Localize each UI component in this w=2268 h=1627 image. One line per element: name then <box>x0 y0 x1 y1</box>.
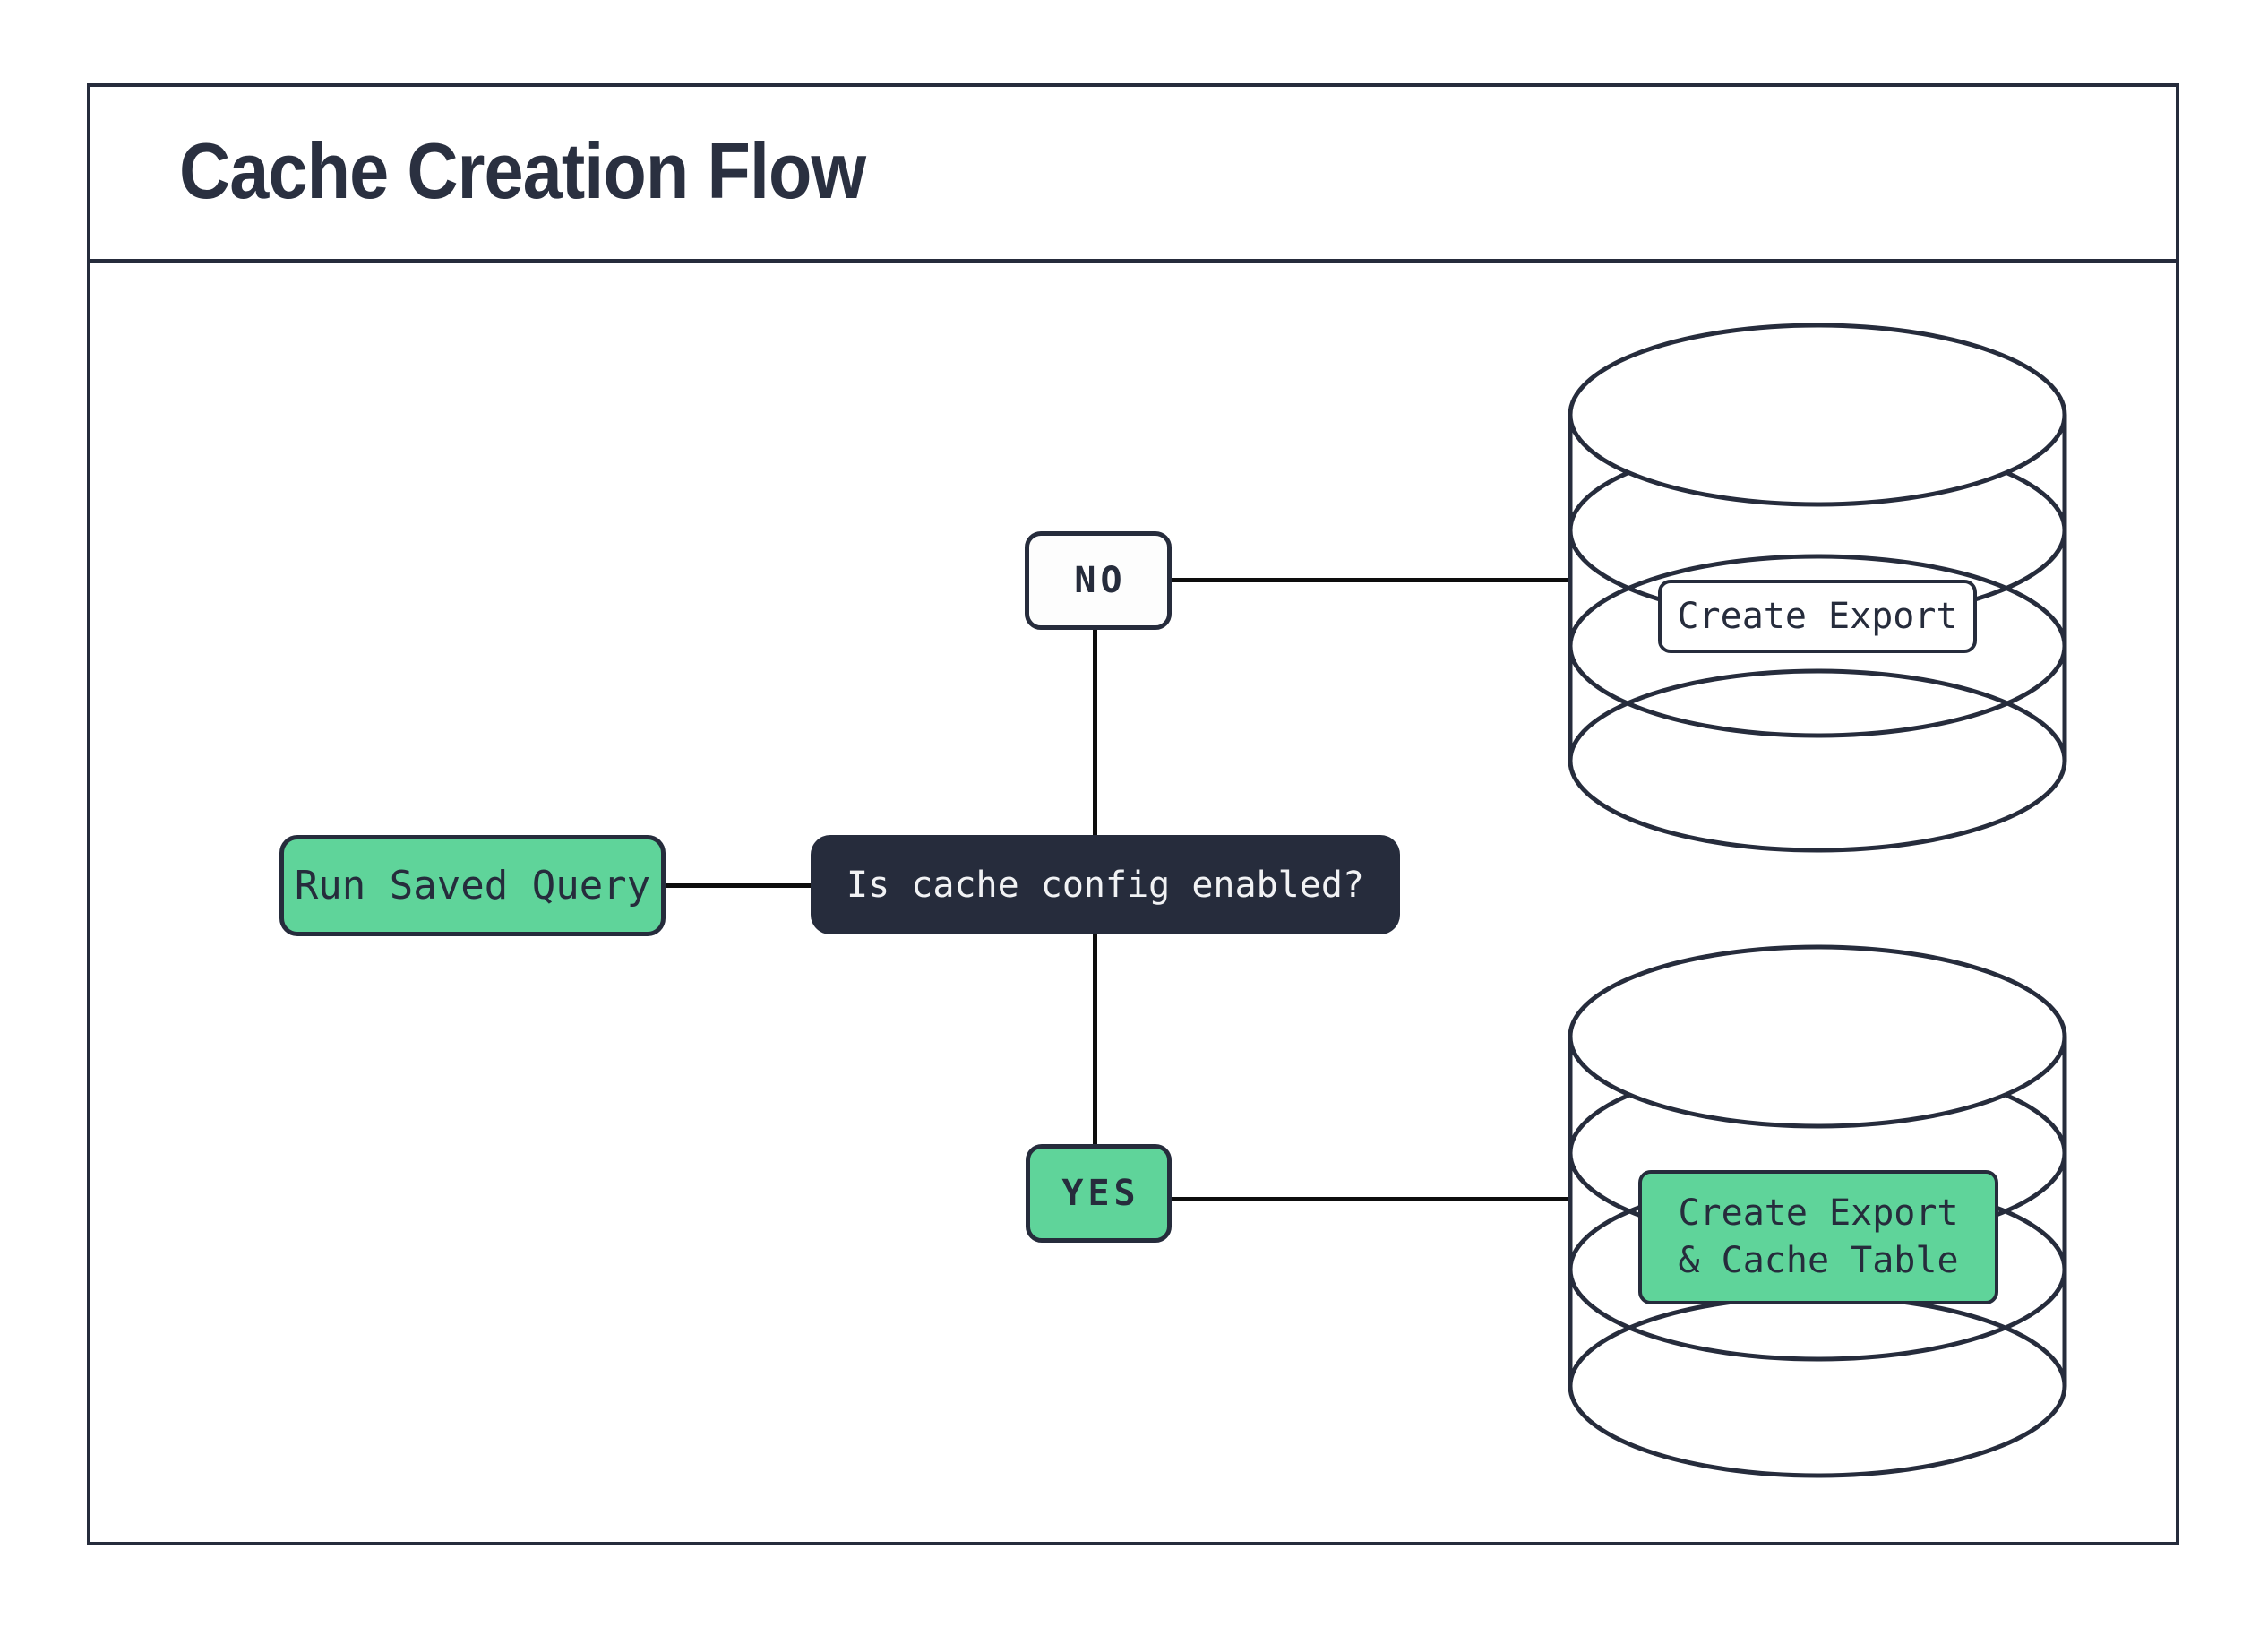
result-label-create-export-cache-table: Create Export & Cache Table <box>1638 1170 1998 1304</box>
branch-label-no: NO <box>1025 531 1172 630</box>
edge-start-to-decision <box>666 883 811 888</box>
start-node-run-saved-query: Run Saved Query <box>279 835 666 936</box>
page-title: Cache Creation Flow <box>179 126 866 215</box>
result-label-line-1: Create Export <box>1678 1192 1959 1234</box>
result-label-create-export: Create Export <box>1658 580 1977 653</box>
diagram-header: Cache Creation Flow <box>87 83 2179 263</box>
edge-no-to-database <box>1172 578 1568 582</box>
branch-label-yes: YES <box>1026 1144 1172 1243</box>
result-label-line-2: & Cache Table <box>1678 1240 1959 1281</box>
decision-node-cache-config: Is cache config enabled? <box>811 835 1400 934</box>
edge-yes-to-database <box>1172 1197 1568 1201</box>
edge-decision-to-no <box>1093 630 1097 835</box>
edge-decision-to-yes <box>1093 934 1097 1144</box>
